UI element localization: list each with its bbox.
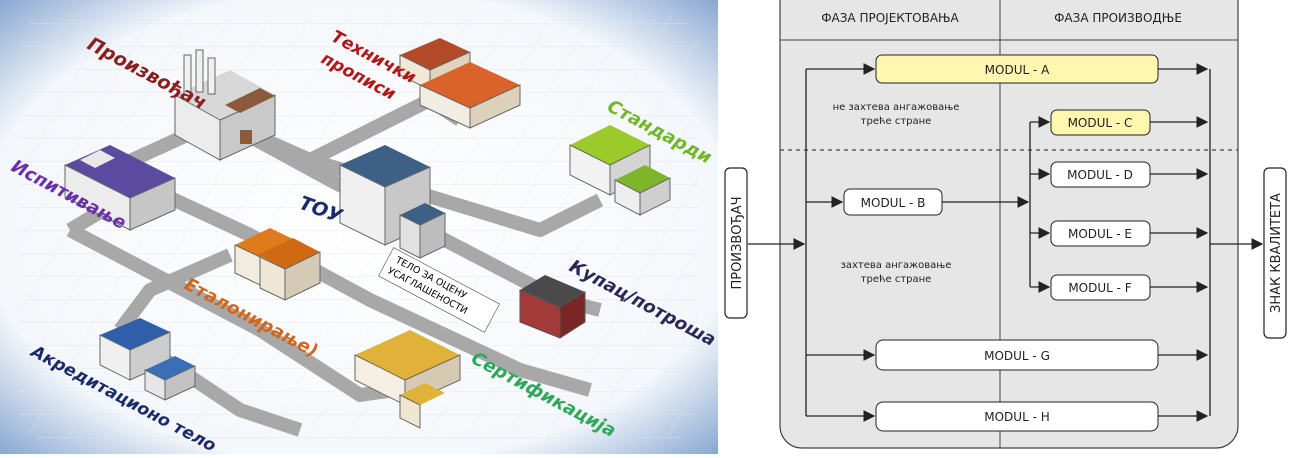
module-f: MODUL - F: [1050, 274, 1151, 301]
module-a-label: MODUL - A: [985, 63, 1050, 77]
module-e: MODUL - E: [1050, 220, 1151, 247]
conformity-landscape-illustration: Произвођач Технички прописи Стандарди Ис…: [0, 0, 719, 456]
module-f-label: MODUL - F: [1068, 281, 1131, 295]
manufacturer-label: ПРОИЗВОЂАЧ: [730, 196, 745, 289]
module-b: MODUL - B: [843, 188, 943, 216]
factory-building: [174, 49, 276, 161]
note-third-party-line2: треће стране: [861, 273, 932, 285]
testing-building: [64, 145, 176, 231]
body-label-box: [378, 247, 500, 333]
certification-building: [354, 330, 461, 429]
module-flow-diagram: ФАЗА ПРОЈЕКТОВАЊА ФАЗА ПРОИЗВОДЊЕ ПРОИЗВ…: [718, 0, 1293, 454]
landscape-svg: Произвођач Технички прописи Стандарди Ис…: [0, 0, 719, 456]
module-a: MODUL - A: [875, 54, 1159, 84]
module-g-label: MODUL - G: [984, 349, 1050, 363]
module-h-label: MODUL - H: [984, 410, 1050, 424]
module-b-label: MODUL - B: [861, 196, 926, 210]
tou-building: [339, 145, 446, 259]
module-flow-svg: ФАЗА ПРОЈЕКТОВАЊА ФАЗА ПРОИЗВОДЊЕ ПРОИЗВ…: [724, 0, 1287, 449]
quality-mark-box: [1263, 167, 1287, 339]
note-no-third-party-line1: не захтева ангажовање: [833, 102, 960, 113]
regulations-buildings: [399, 38, 521, 129]
flow-connectors: [748, 63, 1264, 422]
note-no-third-party-line2: треће стране: [861, 115, 932, 127]
manufacturer-box: [724, 167, 748, 319]
quality-mark-label: ЗНАК КВАЛИТЕТА: [1269, 193, 1284, 313]
module-d: MODUL - D: [1050, 161, 1151, 188]
phase-design-label: ФАЗА ПРОЈЕКТОВАЊА: [821, 11, 959, 25]
module-e-label: MODUL - E: [1068, 227, 1132, 241]
phase-production-label: ФАЗА ПРОИЗВОДЊЕ: [1054, 11, 1182, 25]
module-c-label: MODUL - C: [1068, 116, 1133, 130]
module-d-label: MODUL - D: [1067, 168, 1133, 182]
module-h: MODUL - H: [875, 401, 1159, 432]
buyer-house: [519, 275, 586, 339]
module-g: MODUL - G: [875, 339, 1159, 371]
module-c: MODUL - C: [1050, 109, 1151, 136]
calibration-building: [234, 228, 321, 301]
note-third-party-line1: захтева ангажовање: [841, 260, 952, 271]
standards-building: [569, 125, 671, 216]
accreditation-building: [99, 318, 196, 401]
